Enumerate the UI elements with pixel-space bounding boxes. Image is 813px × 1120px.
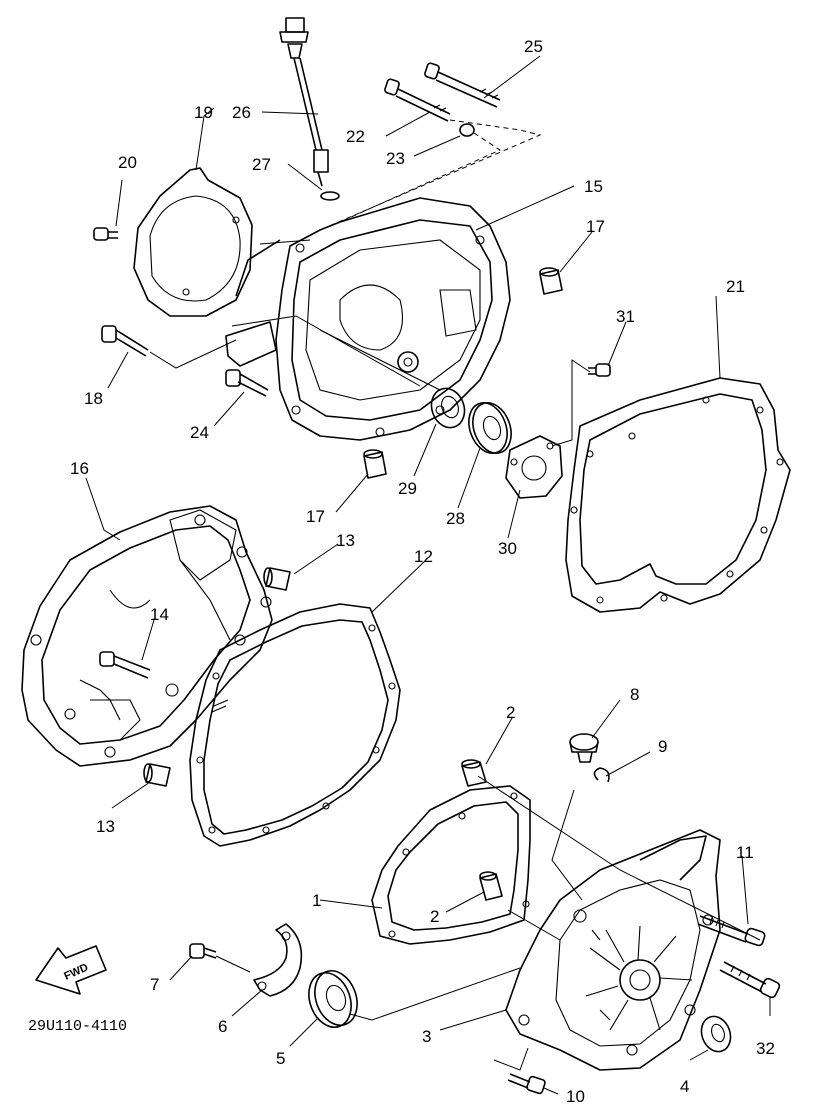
gasket-part [371, 785, 531, 945]
callout-1: 1 [312, 891, 321, 910]
dowel-pin-part [479, 871, 503, 901]
callout-22: 22 [346, 127, 365, 146]
o-ring-part [593, 767, 610, 783]
callout-11: 11 [736, 843, 754, 862]
fwd-label: FWD [62, 962, 90, 983]
callout-31: 31 [616, 307, 635, 326]
bolt-part [225, 369, 269, 397]
callout-13-lower: 13 [96, 817, 115, 836]
cover-plate-part [133, 167, 253, 317]
oil-seal-part [430, 387, 466, 429]
callout-18: 18 [84, 389, 103, 408]
bolt-part [101, 325, 149, 357]
callout-13-upper: 13 [336, 531, 355, 550]
dowel-pin-part [143, 763, 171, 787]
callout-17-upper: 17 [586, 217, 605, 236]
callout-17-lower: 17 [306, 507, 325, 526]
callout-3: 3 [422, 1027, 431, 1046]
callout-20: 20 [118, 153, 137, 172]
o-ring-part [320, 191, 340, 201]
callout-2-lower: 2 [430, 907, 439, 926]
long-bolt-part [424, 62, 501, 108]
callout-5: 5 [276, 1049, 285, 1068]
callout-2-upper: 2 [506, 703, 515, 722]
callout-12: 12 [414, 547, 433, 566]
forward-arrow-icon: FWD [35, 945, 107, 995]
callout-29: 29 [398, 479, 417, 498]
callout-26: 26 [232, 103, 251, 122]
bearing-part [468, 402, 512, 454]
bearing-part [308, 970, 358, 1028]
crankcase-part [21, 505, 273, 767]
callout-28: 28 [446, 509, 465, 528]
callout-labels: 25 26 19 20 22 23 27 15 17 21 31 18 24 2… [28, 37, 775, 1106]
callout-24: 24 [190, 423, 209, 442]
crankcase-cover-part [225, 197, 511, 441]
screw-part [93, 227, 118, 241]
leader-lines [85, 55, 771, 1095]
diagram-code: 29U110-4110 [28, 1018, 127, 1035]
callout-4: 4 [680, 1077, 689, 1096]
callout-19: 19 [194, 103, 213, 122]
callout-15: 15 [584, 177, 603, 196]
gasket-part [189, 603, 401, 847]
dowel-pin-part [539, 267, 563, 295]
bolt-part [384, 78, 451, 122]
callout-32: 32 [756, 1039, 775, 1058]
screw-part [588, 363, 611, 377]
dowel-pin-part [263, 567, 291, 591]
callout-8: 8 [630, 685, 639, 704]
dowel-pin-part [461, 759, 487, 787]
callout-9: 9 [658, 737, 667, 756]
gear-cover-part [505, 829, 721, 1071]
callout-27: 27 [252, 155, 271, 174]
bolt-part [99, 651, 151, 679]
screw-part [507, 1073, 546, 1095]
dowel-pin-part [363, 449, 387, 479]
callout-25: 25 [524, 37, 543, 56]
bearing-plate-part [253, 923, 303, 997]
gasket-part [565, 377, 791, 613]
retainer-plate-part [505, 435, 563, 499]
filler-plug-part [569, 733, 599, 763]
callout-7: 7 [150, 975, 159, 994]
callout-30: 30 [498, 539, 517, 558]
callout-23: 23 [386, 149, 405, 168]
callout-21: 21 [726, 277, 745, 296]
washer-part [459, 123, 475, 137]
bolt-part [719, 961, 781, 999]
callout-6: 6 [218, 1017, 227, 1036]
screw-part [189, 943, 217, 959]
callout-10: 10 [566, 1087, 585, 1106]
callout-14: 14 [150, 605, 169, 624]
oil-seal-part [700, 1015, 732, 1053]
callout-16: 16 [70, 459, 89, 478]
bolt-part [697, 915, 766, 947]
dipstick-part [279, 17, 329, 187]
